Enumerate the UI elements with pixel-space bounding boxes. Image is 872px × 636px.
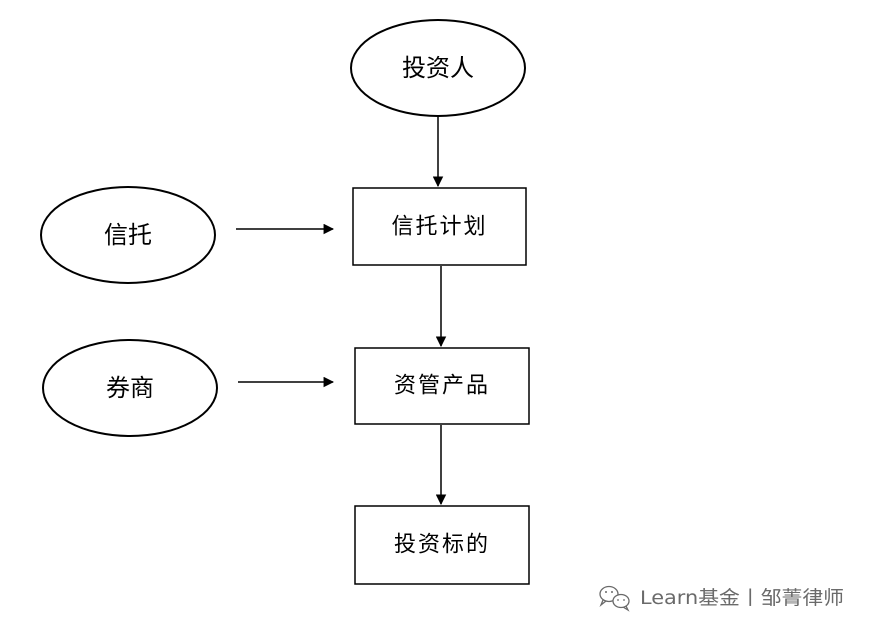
wechat-icon (599, 585, 630, 612)
watermark: Learn基金丨邹菁律师 (599, 585, 844, 612)
trust-ellipse (40, 186, 216, 284)
trust-plan-box (352, 187, 527, 266)
asset-mgmt-product-node: 资管产品 (354, 347, 530, 425)
asset-mgmt-product-box (354, 347, 530, 425)
investor-ellipse (350, 19, 526, 117)
broker-label: 券商 (106, 374, 154, 402)
trust-plan-node: 信托计划 (352, 187, 527, 266)
broker-node: 券商 (42, 339, 218, 437)
asset-mgmt-product-label: 资管产品 (394, 374, 490, 399)
investor-node: 投资人 (350, 19, 526, 117)
trust-node: 信托 (40, 186, 216, 284)
trust-label: 信托 (104, 221, 152, 249)
investor-label: 投资人 (402, 54, 474, 82)
investment-target-box (354, 505, 530, 585)
broker-ellipse (42, 339, 218, 437)
watermark-text: Learn基金丨邹菁律师 (640, 587, 844, 609)
investment-target-node: 投资标的 (354, 505, 530, 585)
trust-plan-label: 信托计划 (391, 215, 487, 240)
investment-target-label: 投资标的 (394, 533, 490, 558)
